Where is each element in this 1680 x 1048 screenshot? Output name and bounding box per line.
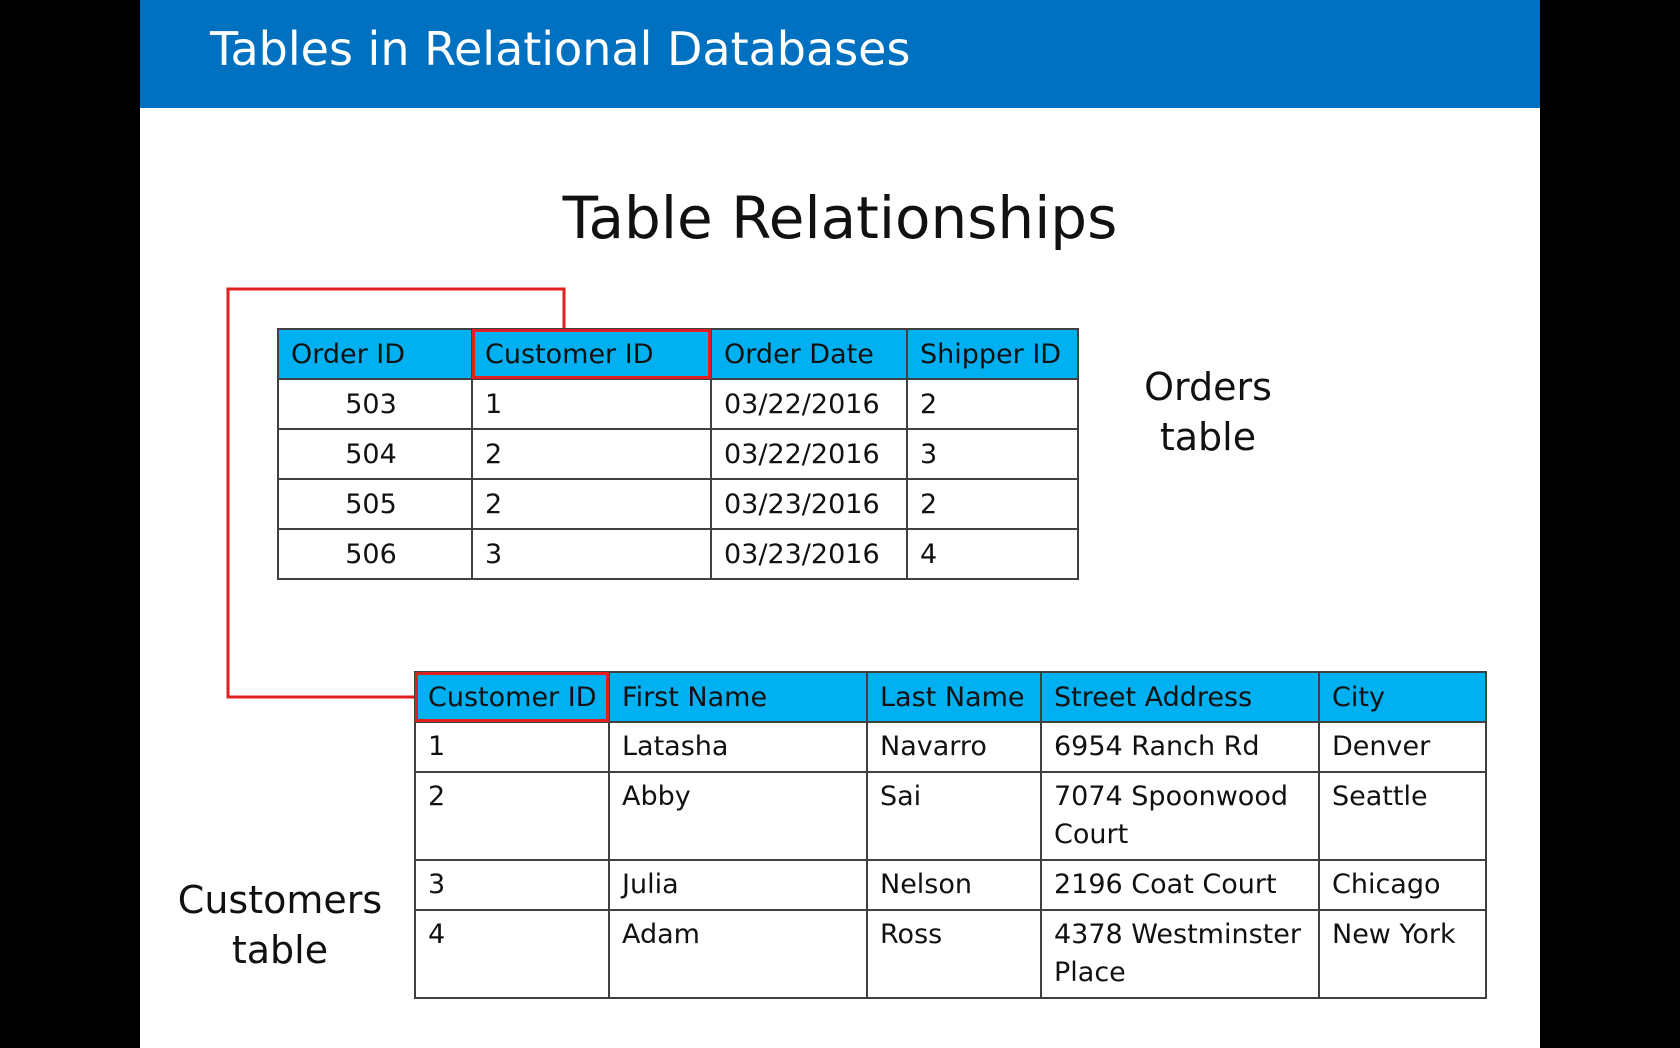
table-cell: 03/23/2016 [710, 528, 908, 580]
table-cell: 2 [414, 771, 610, 861]
customers-col-customer-id: Customer ID [414, 671, 610, 723]
table-row: 505 2 03/23/2016 2 [277, 478, 1079, 530]
customers-col-first-name: First Name [608, 671, 868, 723]
table-row: 504 2 03/22/2016 3 [277, 428, 1079, 480]
table-row: 506 3 03/23/2016 4 [277, 528, 1079, 580]
table-cell: 2 [906, 478, 1079, 530]
customers-header-row: Customer ID First Name Last Name Street … [414, 671, 1487, 723]
table-cell: Ross [866, 909, 1042, 999]
table-cell: 4 [414, 909, 610, 999]
orders-col-customer-id: Customer ID [471, 328, 712, 380]
table-cell: Latasha [608, 721, 868, 773]
table-cell: Seattle [1318, 771, 1487, 861]
table-row: 1 Latasha Navarro 6954 Ranch Rd Denver [414, 721, 1487, 773]
table-cell: 1 [471, 378, 712, 430]
table-row: 3 Julia Nelson 2196 Coat Court Chicago [414, 859, 1487, 911]
title-bar: Tables in Relational Databases [140, 0, 1540, 108]
table-cell: Nelson [866, 859, 1042, 911]
table-row: 4 Adam Ross 4378 Westminster Place New Y… [414, 909, 1487, 999]
customers-col-street-address: Street Address [1040, 671, 1320, 723]
table-cell: 504 [277, 428, 473, 480]
orders-table-caption: Orders table [1108, 362, 1308, 462]
diagram-heading: Table Relationships [562, 184, 1118, 252]
table-cell: 4 [906, 528, 1079, 580]
table-cell: Navarro [866, 721, 1042, 773]
orders-table: Order ID Customer ID Order Date Shipper … [277, 328, 1079, 580]
table-cell: Chicago [1318, 859, 1487, 911]
table-cell: Adam [608, 909, 868, 999]
slide: Tables in Relational Databases Table Rel… [140, 0, 1540, 1048]
orders-col-shipper-id: Shipper ID [906, 328, 1079, 380]
table-cell: 2 [471, 478, 712, 530]
table-cell: Julia [608, 859, 868, 911]
table-cell: 03/22/2016 [710, 428, 908, 480]
table-cell: 3 [414, 859, 610, 911]
table-cell: 505 [277, 478, 473, 530]
customers-caption-line2: table [231, 928, 329, 972]
table-cell: 506 [277, 528, 473, 580]
table-cell: 2 [471, 428, 712, 480]
orders-col-order-id: Order ID [277, 328, 473, 380]
slide-title: Tables in Relational Databases [210, 22, 911, 76]
table-cell: 3 [906, 428, 1079, 480]
table-cell: 2196 Coat Court [1040, 859, 1320, 911]
table-cell: 03/22/2016 [710, 378, 908, 430]
orders-header-row: Order ID Customer ID Order Date Shipper … [277, 328, 1079, 380]
orders-caption-line1: Orders [1144, 365, 1272, 409]
table-cell: 2 [906, 378, 1079, 430]
table-cell: 7074 Spoonwood Court [1040, 771, 1320, 861]
table-row: 2 Abby Sai 7074 Spoonwood Court Seattle [414, 771, 1487, 861]
customers-col-last-name: Last Name [866, 671, 1042, 723]
orders-col-order-date: Order Date [710, 328, 908, 380]
customers-table-caption: Customers table [170, 875, 390, 975]
table-cell: 6954 Ranch Rd [1040, 721, 1320, 773]
table-cell: 03/23/2016 [710, 478, 908, 530]
table-cell: 3 [471, 528, 712, 580]
customers-caption-line1: Customers [177, 878, 383, 922]
table-cell: Sai [866, 771, 1042, 861]
orders-caption-line2: table [1159, 415, 1257, 459]
customers-table: Customer ID First Name Last Name Street … [414, 671, 1487, 999]
table-cell: 1 [414, 721, 610, 773]
table-row: 503 1 03/22/2016 2 [277, 378, 1079, 430]
table-cell: Abby [608, 771, 868, 861]
customers-col-city: City [1318, 671, 1487, 723]
table-cell: 503 [277, 378, 473, 430]
table-cell: Denver [1318, 721, 1487, 773]
table-cell: 4378 Westminster Place [1040, 909, 1320, 999]
table-cell: New York [1318, 909, 1487, 999]
